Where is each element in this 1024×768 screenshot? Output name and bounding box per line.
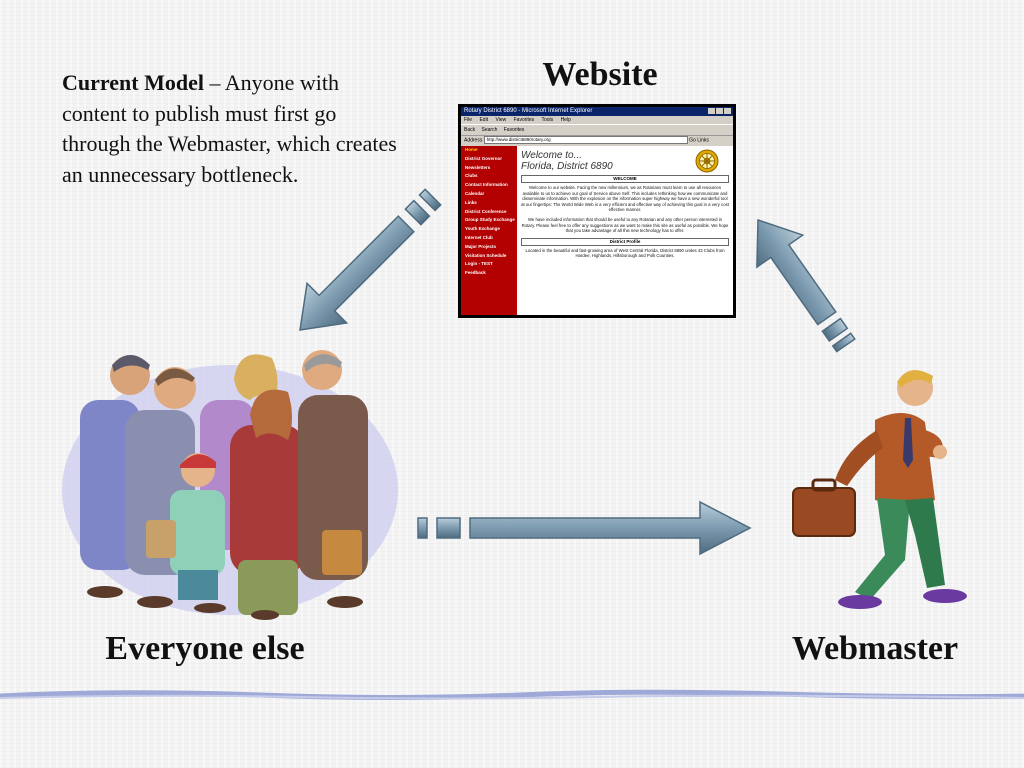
minimize-icon bbox=[708, 108, 715, 114]
nav-item: Contact Information bbox=[465, 182, 508, 188]
arrow-website-to-everyone bbox=[299, 188, 442, 331]
close-icon bbox=[724, 108, 731, 114]
browser-content: Home District Governor Newsletters Clubs… bbox=[461, 146, 733, 315]
menu-tools: Tools bbox=[541, 117, 554, 123]
welcome-paragraph: Welcome to our website. Facing the new m… bbox=[521, 185, 729, 213]
welcome-line1: Welcome to... bbox=[521, 150, 582, 161]
webmaster-label: Webmaster bbox=[791, 630, 959, 667]
site-main: Welcome to... Florida, District 6890 WEL… bbox=[521, 146, 729, 315]
profile-paragraph: Located in the beautiful and fast-growin… bbox=[525, 247, 725, 259]
menu-edit: Edit bbox=[479, 117, 489, 123]
back-button: Back bbox=[464, 127, 476, 133]
site-welcome-heading: Welcome to... Florida, District 6890 bbox=[521, 150, 729, 172]
browser-window: Rotary District 6890 - Microsoft Interne… bbox=[461, 107, 733, 315]
website-label: Website bbox=[542, 56, 658, 93]
browser-menubar: File Edit View Favorites Tools Help bbox=[461, 116, 733, 124]
nav-item-home: Home bbox=[465, 147, 478, 152]
browser-toolbar: Back Search Favorites bbox=[461, 124, 733, 136]
nav-item: Youth Exchange bbox=[465, 226, 500, 232]
menu-help: Help bbox=[560, 117, 571, 123]
nav-item: Newsletters bbox=[465, 164, 491, 170]
browser-titlebar: Rotary District 6890 - Microsoft Interne… bbox=[461, 107, 733, 116]
menu-file: File bbox=[464, 117, 473, 123]
search-button: Search bbox=[481, 127, 498, 133]
everyone-else-label: Everyone else bbox=[105, 630, 305, 667]
nav-item: Feedback bbox=[465, 270, 486, 276]
nav-item: Calendar bbox=[465, 190, 485, 196]
nav-item: Internet Club bbox=[465, 234, 493, 240]
welcome-line2: Florida, District 6890 bbox=[521, 161, 613, 172]
site-nav: Home District Governor Newsletters Clubs… bbox=[461, 146, 517, 315]
intro-rest: – Anyone with content to publish must fi… bbox=[62, 70, 397, 187]
browser-title: Rotary District 6890 - Microsoft Interne… bbox=[464, 108, 593, 114]
maximize-icon bbox=[716, 108, 723, 114]
nav-item: District Conference bbox=[465, 208, 507, 214]
favorites-button: Favorites bbox=[503, 127, 525, 133]
links-label: Links bbox=[697, 137, 709, 144]
menu-view: View bbox=[495, 117, 507, 123]
section-profile: District Profile bbox=[521, 237, 729, 246]
nav-item: Clubs bbox=[465, 173, 478, 179]
arrow-webmaster-to-website bbox=[756, 218, 856, 353]
address-label: Address bbox=[464, 137, 483, 144]
address-field: http://www.district6890rotary.org bbox=[483, 136, 688, 144]
section-welcome: WELCOME bbox=[521, 175, 729, 183]
nav-item: Visitation Schedule bbox=[465, 252, 507, 258]
intro-text: Current Model – Anyone with content to p… bbox=[62, 68, 402, 190]
go-button: Go bbox=[689, 137, 696, 144]
nav-item: Links bbox=[465, 199, 477, 205]
nav-item: Major Projects bbox=[465, 243, 497, 249]
nav-item: Group Study Exchange bbox=[465, 217, 515, 223]
webmaster-illustration bbox=[792, 370, 967, 609]
menu-favorites: Favorites bbox=[513, 117, 535, 123]
intro-bold: Current Model bbox=[62, 70, 204, 95]
info-paragraph: We have included information that should… bbox=[521, 216, 729, 234]
crowd-illustration bbox=[62, 350, 398, 620]
rotary-wheel-icon bbox=[695, 149, 719, 173]
nav-item: Login - TEST bbox=[465, 261, 493, 267]
arrow-everyone-to-webmaster bbox=[417, 500, 752, 556]
website-screenshot: Rotary District 6890 - Microsoft Interne… bbox=[458, 104, 736, 318]
browser-addressbar: Address http://www.district6890rotary.or… bbox=[461, 136, 733, 145]
bottom-divider bbox=[0, 689, 1024, 700]
nav-item: District Governor bbox=[465, 155, 503, 161]
